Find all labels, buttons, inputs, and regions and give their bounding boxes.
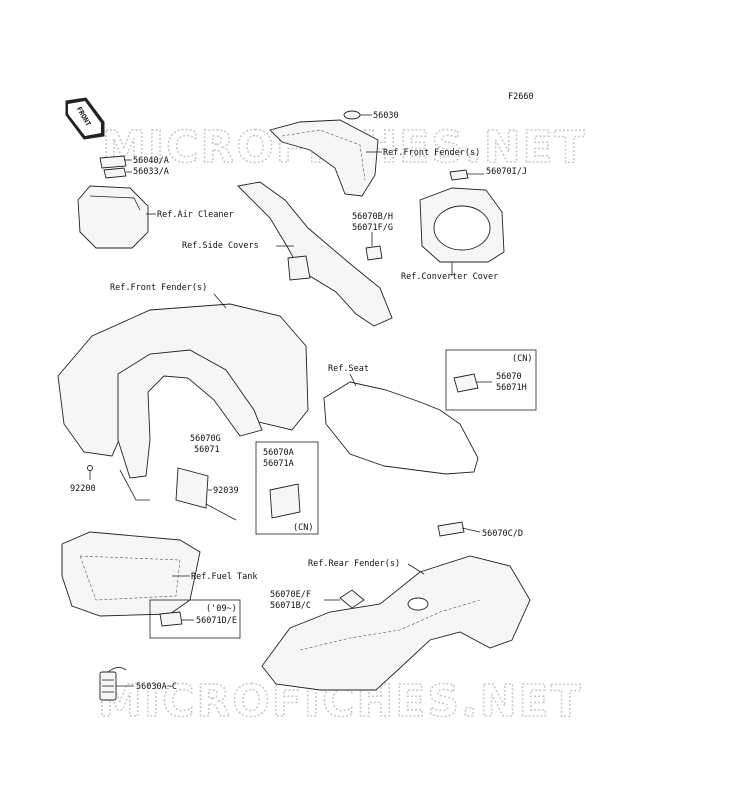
fuel-tank: [61, 531, 201, 617]
part-56071bc: 56071B/C: [270, 601, 311, 611]
front-fender-inner-panel: [269, 119, 379, 197]
part-56070: 56070: [496, 372, 522, 382]
part-56030-label-icon: [343, 110, 372, 120]
ref-seat: Ref.Seat: [328, 364, 369, 374]
front-fender: [57, 303, 309, 501]
part-56070a-sticker-icon: [269, 483, 301, 519]
part-56030ac: 56030A~C: [136, 682, 177, 692]
part-56070cd-sticker-icon: [437, 521, 465, 537]
part-56071-sticker-icon: [175, 467, 209, 509]
tag-56030ac-icon: [99, 667, 134, 701]
part-56071de: 56071D/E: [196, 616, 237, 626]
cn-label-1: (CN): [512, 354, 532, 364]
ref-rear-fender: Ref.Rear Fender(s): [308, 559, 400, 569]
ref-converter-cover: Ref.Converter Cover: [401, 272, 498, 282]
part-56071h: 56071H: [496, 383, 527, 393]
part-56071de-sticker-icon: [159, 611, 183, 627]
part-56070ef-sticker-icon: [339, 589, 365, 609]
cn-box-56070a: [255, 441, 319, 535]
ref-front-fender-top: Ref.Front Fender(s): [383, 148, 480, 158]
part-56070-sticker-icon: [453, 373, 479, 393]
part-56070ef: 56070E/F: [270, 590, 311, 600]
part-92039: 92039: [213, 486, 239, 496]
part-56070cd: 56070C/D: [482, 529, 523, 539]
bolt-92200-icon: [87, 465, 93, 471]
part-56070g: 56070G: [190, 434, 221, 444]
seat: [323, 381, 479, 475]
part-56040a: 56040/A: [133, 156, 169, 166]
cn-label-2: (CN): [293, 523, 313, 533]
part-92200: 92200: [70, 484, 96, 494]
part-56033a: 56033/A: [133, 167, 169, 177]
front-arrow-icon: FRONT: [65, 97, 105, 140]
year-box-09: [149, 599, 241, 639]
part-56070a: 56070A: [263, 448, 294, 458]
part-56071fg: 56071F/G: [352, 223, 393, 233]
rear-fender: [261, 555, 531, 691]
ref-fuel-tank: Ref.Fuel Tank: [191, 572, 258, 582]
part-56070ij: 56070I/J: [486, 167, 527, 177]
ref-front-fender-left: Ref.Front Fender(s): [110, 283, 207, 293]
part-56070bh: 56070B/H: [352, 212, 393, 222]
part-56071: 56071: [194, 445, 220, 455]
side-cover: [237, 181, 393, 327]
air-cleaner-cover: [77, 185, 149, 249]
part-56030: 56030: [373, 111, 399, 121]
ref-air-cleaner: Ref.Air Cleaner: [157, 210, 234, 220]
part-56040a-sticker-icon: [99, 155, 132, 179]
diagram-code: F2660: [508, 92, 534, 102]
year-label-09: ('09~): [206, 604, 237, 614]
cn-box-56070: [445, 349, 537, 411]
ref-side-covers: Ref.Side Covers: [182, 241, 259, 251]
converter-cover: [419, 169, 505, 263]
part-56071a: 56071A: [263, 459, 294, 469]
